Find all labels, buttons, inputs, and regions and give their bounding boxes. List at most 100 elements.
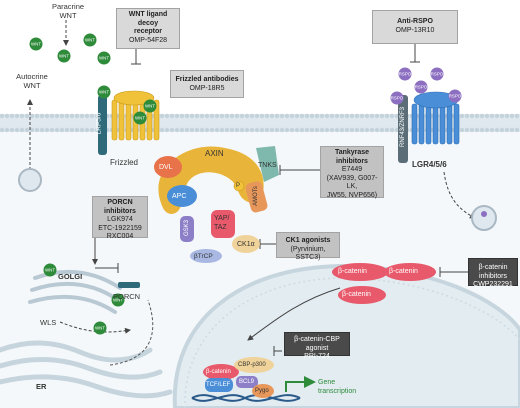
nuclear-translocation-arrow xyxy=(247,287,341,341)
lipid-head xyxy=(39,113,45,119)
lipid-head xyxy=(69,113,75,119)
lipid-head xyxy=(469,127,475,133)
lipid-head xyxy=(34,127,40,133)
lipid-head xyxy=(379,113,385,119)
lipid-head xyxy=(164,127,170,133)
lipid-head xyxy=(29,127,35,133)
lipid-head xyxy=(14,113,20,119)
lipid-head xyxy=(269,113,275,119)
rspo-ligand-1-label: RSPO xyxy=(399,72,412,77)
bcat-inhibitor-title: β-catenin inhibitors xyxy=(478,264,508,280)
btrcp-shape xyxy=(190,249,222,263)
lipid-head xyxy=(289,113,295,119)
nuc-bcat-shape xyxy=(203,364,239,380)
lipid-head xyxy=(329,113,335,119)
autocrine-wnt-label: Autocrine WNT xyxy=(12,72,52,90)
cytoplasmic-beta-catenins xyxy=(332,263,436,304)
lipid-head xyxy=(159,113,165,119)
lipid-head xyxy=(354,127,360,133)
lipid-head xyxy=(194,113,200,119)
lipid-head xyxy=(484,127,490,133)
lipid-head xyxy=(209,113,215,119)
tnks-shape xyxy=(256,146,279,182)
lipid-head xyxy=(344,113,350,119)
lipid-head xyxy=(494,127,500,133)
wnt-ligand-5 xyxy=(97,85,111,99)
wnt-ligand-4-label: WNT xyxy=(99,56,109,61)
apc-shape xyxy=(167,185,197,207)
lipid-head xyxy=(89,113,95,119)
golgi-apparatus xyxy=(28,269,122,314)
lgr-receptor xyxy=(411,91,460,145)
lipid-head xyxy=(89,127,95,133)
amots-label: AMOTs xyxy=(253,186,259,206)
lipid-head xyxy=(389,113,395,119)
gsk3-label: GSK3 xyxy=(184,220,190,237)
lipid-head xyxy=(469,113,475,119)
lipid-head xyxy=(274,113,280,119)
porcn-drug-3: RXC004 xyxy=(106,233,134,240)
anti-rspo-inhibition xyxy=(410,44,420,63)
porcn-drug-2: ETC-1922159 xyxy=(98,224,142,232)
lipid-head xyxy=(159,127,165,133)
wnt-ligand-8 xyxy=(93,321,107,335)
lipid-head xyxy=(474,113,480,119)
bcl9-label: BCL9 xyxy=(239,379,255,385)
tankyrase-title: Tankyrase inhibitors xyxy=(334,149,370,165)
lipid-head xyxy=(264,113,270,119)
lipid-head xyxy=(219,113,225,119)
lipid-head xyxy=(314,113,320,119)
lipid-head xyxy=(14,127,20,133)
lipid-head xyxy=(349,113,355,119)
lipid-head xyxy=(219,127,225,133)
lipid-head xyxy=(234,113,240,119)
paracrine-line: Paracrine xyxy=(51,2,85,11)
lipid-head xyxy=(324,113,330,119)
wnt-ligand-9-label: WNT xyxy=(145,104,155,109)
lipid-head xyxy=(44,127,50,133)
lipid-head xyxy=(494,113,500,119)
lipid-head xyxy=(174,113,180,119)
rnf-label: RNF43/ZNRF3 xyxy=(400,107,406,148)
tankyrase-drug-1: E7449 xyxy=(341,166,363,173)
wls-arrow xyxy=(59,321,131,334)
lgr-label: LGR4/5/6 xyxy=(412,160,447,169)
wnt-ligand-9 xyxy=(143,99,157,113)
lipid-head xyxy=(229,127,235,133)
lipid-head xyxy=(209,127,215,133)
autocrine-line: Autocrine xyxy=(16,72,48,81)
dvl-shape xyxy=(154,156,182,178)
lipid-head xyxy=(69,127,75,133)
lipid-head xyxy=(234,127,240,133)
ck1-label: CK1α xyxy=(237,241,255,248)
frizzled-label: Frizzled xyxy=(110,158,139,167)
lipid-head xyxy=(189,127,195,133)
pygo-shape xyxy=(252,384,274,398)
wnt-ligand-10 xyxy=(133,111,147,125)
lipid-head xyxy=(359,127,365,133)
tankyrase-drug-3: JW55, NVP656) xyxy=(326,191,378,199)
lipid-head xyxy=(24,127,30,133)
tnks-label: TNKS xyxy=(258,162,277,169)
lipid-head xyxy=(504,113,510,119)
yap-label: YAP/ TAZ xyxy=(214,214,229,232)
internalisation-arrow xyxy=(443,171,476,219)
lipid-head xyxy=(379,127,385,133)
lipid-head xyxy=(314,127,320,133)
lipid-head xyxy=(304,113,310,119)
lipid-head xyxy=(204,127,210,133)
lipid-head xyxy=(334,127,340,133)
tcf-shape xyxy=(205,378,233,392)
lipid-head xyxy=(84,127,90,133)
lipid-head xyxy=(254,127,260,133)
rspo-ligand-2-label: RSPO xyxy=(431,72,444,77)
yap-shape xyxy=(211,210,235,238)
golgi-label: GOLGI xyxy=(58,272,83,281)
lipid-head xyxy=(229,113,235,119)
rspo-ligand-4-label: RSPO xyxy=(391,96,404,101)
porcn-box: PORCN inhibitors LGK974 ETC-1922159 RXC0… xyxy=(92,196,148,240)
lipid-head xyxy=(509,127,515,133)
lipid-head xyxy=(514,127,520,133)
lipid-head xyxy=(479,127,485,133)
bcat-2-label: β-catenin xyxy=(389,268,418,275)
